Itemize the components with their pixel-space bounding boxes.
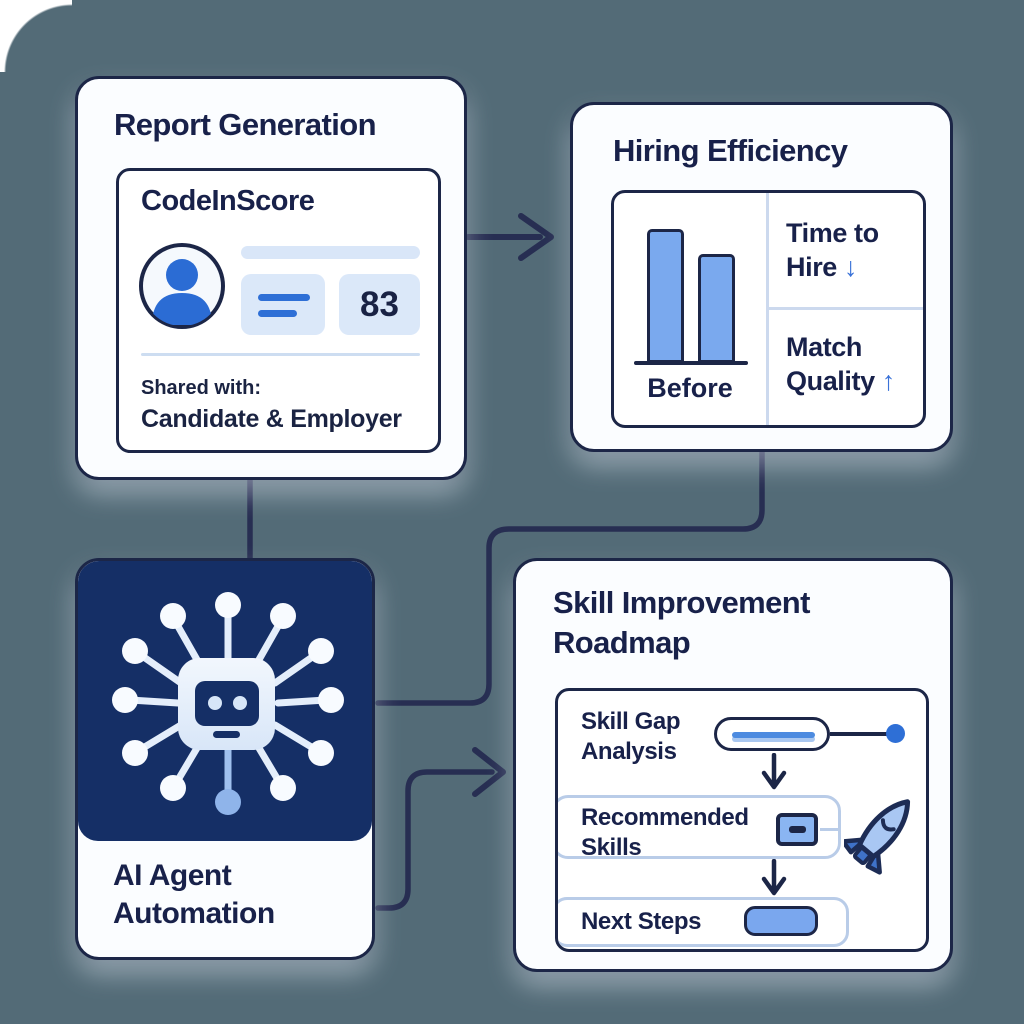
flow-arrow-down-icon (761, 859, 787, 896)
skill-roadmap-card: Skill Improvement Roadmap Skill Gap Anal… (513, 558, 953, 972)
chart-baseline (634, 361, 748, 365)
skill-gap-node (714, 717, 830, 751)
arrowhead-report-to-hiring (518, 213, 554, 261)
ai-icon-background (78, 561, 372, 841)
report-text-lines-box (241, 274, 325, 335)
ai-card-label: AI Agent Automation (113, 857, 275, 933)
ai-label-line2: Automation (113, 897, 275, 931)
arrowhead-ai-to-skill (472, 747, 506, 797)
ai-label-line1: AI Agent (113, 859, 232, 892)
recommended-skills-outline (558, 795, 841, 859)
hiring-card-title: Hiring Efficiency (613, 133, 848, 168)
skill-title-line2: Roadmap (553, 624, 691, 660)
ai-agent-card: AI Agent Automation (75, 558, 375, 960)
metric-label: Match Quality (786, 332, 875, 396)
hiring-metrics-panel: Before Time to Hire ↓ Match Quality ↑ (611, 190, 926, 428)
skill-title-line1: Skill Improvement (553, 585, 810, 620)
report-header-bar (241, 246, 420, 259)
skill-chip-node (776, 813, 818, 846)
score-badge: 83 (339, 274, 420, 335)
roadmap-flow-box: Skill Gap Analysis Recommended Skills Ne… (555, 688, 929, 952)
arrow-up-icon: ↑ (881, 365, 896, 396)
step-recommended-skills: Recommended Skills (581, 804, 749, 861)
report-card-title: Report Generation (114, 107, 377, 142)
flow-arrow-down-icon (761, 753, 787, 790)
bar-before-2 (698, 254, 735, 363)
node-connector-line (830, 732, 890, 736)
text-line (258, 310, 297, 317)
bar-before-1 (647, 229, 684, 363)
chart-label: Before (647, 373, 733, 403)
user-avatar-icon (139, 243, 225, 329)
next-steps-node (744, 906, 818, 936)
next-steps-outline (558, 897, 849, 947)
panel-horizontal-divider (769, 307, 923, 310)
report-name: CodeInScore (141, 185, 315, 217)
text-line (258, 294, 310, 301)
skill-card-title: Skill Improvement Roadmap (553, 583, 810, 662)
shared-with-label: Shared with: (141, 377, 262, 399)
metric-label: Time to Hire (786, 218, 879, 282)
chip-dash (788, 826, 806, 833)
chip-connector-line (820, 828, 841, 831)
report-divider (141, 353, 420, 356)
line-hiring-to-ai (375, 448, 765, 706)
skill-gap-progress-line (732, 732, 815, 738)
robot-circuit-icon (112, 592, 344, 815)
avatar (139, 243, 225, 329)
step-skill-gap-analysis: Skill Gap Analysis (581, 708, 681, 765)
metric-time-to-hire: Time to Hire ↓ (786, 217, 916, 285)
codeinscore-report-box: CodeInScore 83 Shared with: Candid (116, 168, 441, 453)
rocket-icon (844, 799, 911, 875)
shared-with-value: Candidate & Employer (141, 405, 402, 433)
arrow-ai-to-skill (375, 769, 495, 911)
step-next-steps: Next Steps (581, 908, 702, 935)
hiring-efficiency-card: Hiring Efficiency Before Time to Hire ↓ … (570, 102, 953, 452)
report-generation-card: Report Generation CodeInScore 83 (75, 76, 467, 480)
arrow-down-icon: ↓ (844, 251, 858, 282)
metric-match-quality: Match Quality ↑ (786, 331, 923, 399)
panel-vertical-divider (766, 193, 769, 425)
node-endpoint-dot (886, 724, 905, 743)
